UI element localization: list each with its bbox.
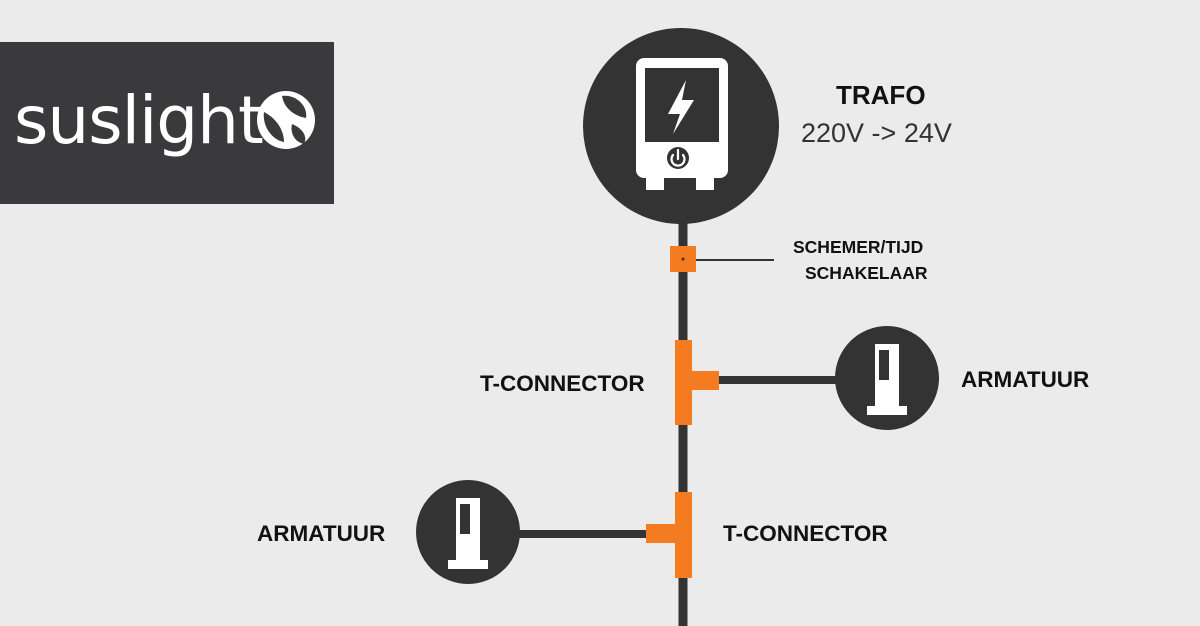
bollard-light-icon bbox=[867, 344, 907, 415]
t-connector-1-label: T-CONNECTOR bbox=[480, 371, 645, 396]
transformer: TRAFO 220V -> 24V bbox=[583, 28, 952, 224]
power-plug-icon bbox=[636, 58, 728, 190]
timer-switch: SCHEMER/TIJD SCHAKELAAR bbox=[670, 237, 928, 283]
fixture-right: ARMATUUR bbox=[835, 326, 1089, 430]
t-connector-1: T-CONNECTOR bbox=[480, 340, 836, 425]
fixture-left-label: ARMATUUR bbox=[257, 521, 385, 546]
timer-switch-label-2: SCHAKELAAR bbox=[805, 263, 928, 283]
transformer-title: TRAFO bbox=[836, 80, 926, 110]
logo: suslight bbox=[0, 42, 334, 204]
leaf-icon bbox=[257, 91, 315, 149]
timer-switch-label-1: SCHEMER/TIJD bbox=[793, 237, 923, 257]
t-connector-2: T-CONNECTOR bbox=[518, 492, 888, 578]
fixture-right-label: ARMATUUR bbox=[961, 367, 1089, 392]
fixture-left: ARMATUUR bbox=[257, 480, 520, 584]
bollard-light-icon bbox=[448, 498, 488, 569]
transformer-spec: 220V -> 24V bbox=[801, 118, 952, 148]
logo-text: suslight bbox=[14, 82, 263, 159]
t-connector-2-label: T-CONNECTOR bbox=[723, 521, 888, 546]
